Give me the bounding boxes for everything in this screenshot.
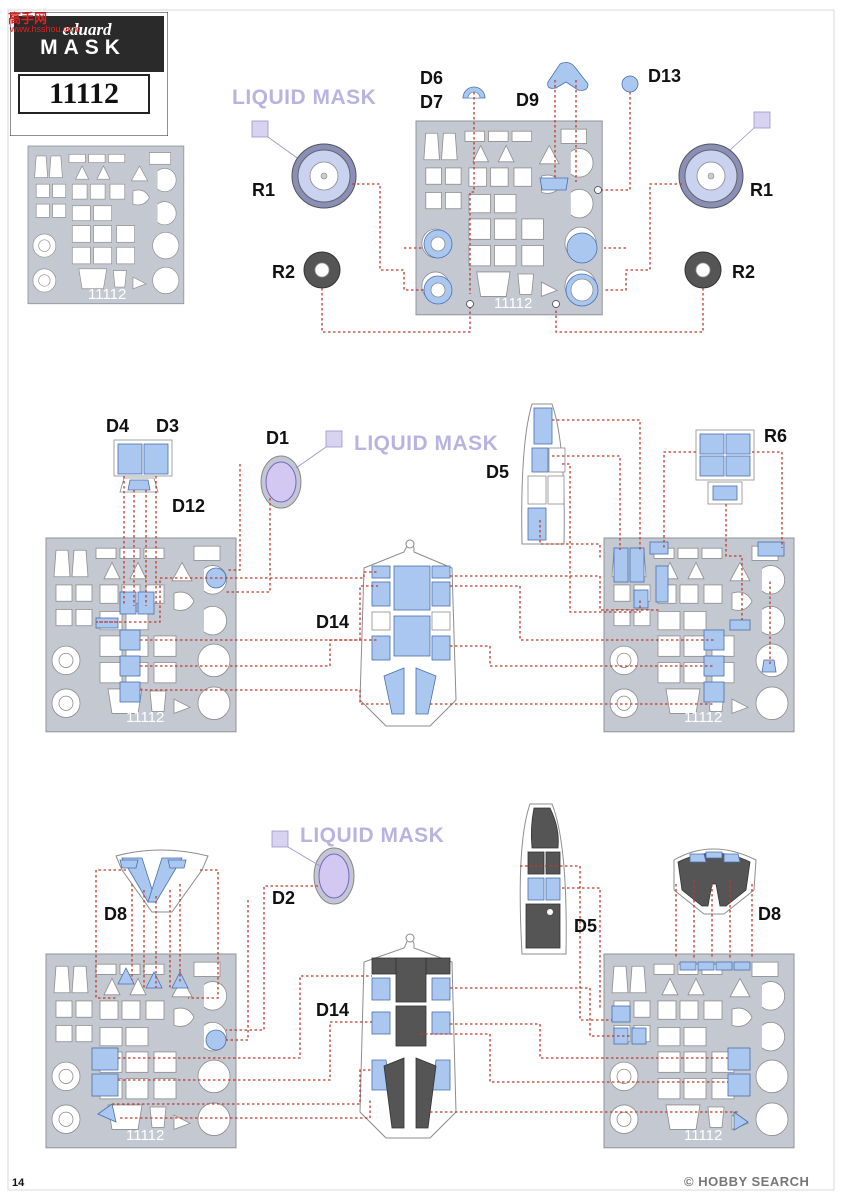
middle-labels: D4 D3 D12 D1 D5 R6 D14 (106, 416, 787, 632)
overview-sheet-number: 11112 (88, 286, 126, 303)
middle-left-sheet: 11112 (45, 537, 237, 733)
part-d12-mask (119, 477, 159, 493)
label-r2-left: R2 (272, 262, 295, 282)
part-d9-mask (547, 62, 589, 91)
part-d3-d4-mask (113, 439, 173, 477)
bottom-right-sheet-number: 11112 (684, 1127, 722, 1144)
middle-right-sheet: 11112 (603, 537, 795, 733)
label-d6: D6 (420, 68, 443, 88)
label-d5-bottom: D5 (574, 916, 597, 936)
liquid-mask-label-middle: LIQUID MASK (354, 432, 498, 455)
part-d5-strip (521, 403, 566, 545)
top-liquid-mask: LIQUID MASK (232, 86, 771, 161)
wheel-r1-left (291, 143, 357, 209)
watermark-bottom: © HOBBY SEARCH (684, 1174, 810, 1189)
wheel-r2-right (684, 251, 722, 289)
label-d9: D9 (516, 90, 539, 110)
page-number: 14 (12, 1177, 25, 1189)
top-leader-lines (321, 80, 704, 333)
part-d13-mask (621, 75, 639, 93)
brand-logo: eduard (62, 20, 112, 39)
label-d7: D7 (420, 92, 443, 112)
wheel-r1-right (678, 143, 744, 209)
label-d3: D3 (156, 416, 179, 436)
bottom-labels: D8 D2 D5 D8 D14 (104, 888, 781, 1020)
page-border (7, 9, 835, 1191)
liquid-mask-label-top: LIQUID MASK (232, 86, 376, 109)
liquid-mask-swatch-right (753, 111, 771, 129)
bottom-leader-lines (95, 865, 753, 1119)
label-r1-left: R1 (252, 180, 275, 200)
bottom-left-sheet: 11112 (45, 953, 237, 1149)
label-d2: D2 (272, 888, 295, 908)
label-d13: D13 (648, 66, 681, 86)
part-d2-mask (313, 847, 355, 905)
liquid-mask-swatch-middle (325, 430, 343, 448)
part-r6-mask (695, 429, 755, 505)
overview-sheet: 11112 (27, 145, 185, 305)
part-d1-mask (260, 455, 302, 509)
label-d1: D1 (266, 428, 289, 448)
part-d14-canopy-bottom (359, 933, 457, 1139)
label-d8-left: D8 (104, 904, 127, 924)
part-d8-mask-left (115, 849, 209, 913)
label-d14-bottom: D14 (316, 1000, 349, 1020)
label-r1-right: R1 (750, 180, 773, 200)
part-d8-mask-right (673, 848, 757, 915)
middle-leader-lines (96, 419, 783, 705)
label-d4: D4 (106, 416, 129, 436)
liquid-mask-swatch-bottom (271, 830, 289, 848)
label-r6: R6 (764, 426, 787, 446)
liquid-mask-label-bottom: LIQUID MASK (300, 824, 444, 847)
label-d14-middle: D14 (316, 612, 349, 632)
set-number: 11112 (18, 74, 150, 114)
middle-right-sheet-number: 11112 (684, 709, 722, 726)
part-d5-strip-dark (519, 803, 567, 955)
watermark-top-url: www.hsshou.com (10, 24, 81, 34)
top-sheet: 11112 (415, 120, 603, 316)
bottom-right-sheet: 11112 (603, 953, 795, 1149)
middle-left-sheet-number: 11112 (126, 709, 164, 726)
label-d8-right: D8 (758, 904, 781, 924)
label-d12: D12 (172, 496, 205, 516)
product-line: MASK (40, 36, 126, 59)
liquid-mask-swatch (251, 120, 269, 138)
top-labels: D6 D7 D9 D13 R1 R1 R2 R2 (252, 66, 773, 282)
part-d14-canopy-middle (359, 539, 457, 727)
top-sheet-number: 11112 (494, 295, 532, 312)
label-r2-right: R2 (732, 262, 755, 282)
label-d5-middle: D5 (486, 462, 509, 482)
wheel-r2-left (303, 251, 341, 289)
bottom-left-sheet-number: 11112 (126, 1127, 164, 1144)
watermark-top: 高手网 (8, 11, 48, 26)
